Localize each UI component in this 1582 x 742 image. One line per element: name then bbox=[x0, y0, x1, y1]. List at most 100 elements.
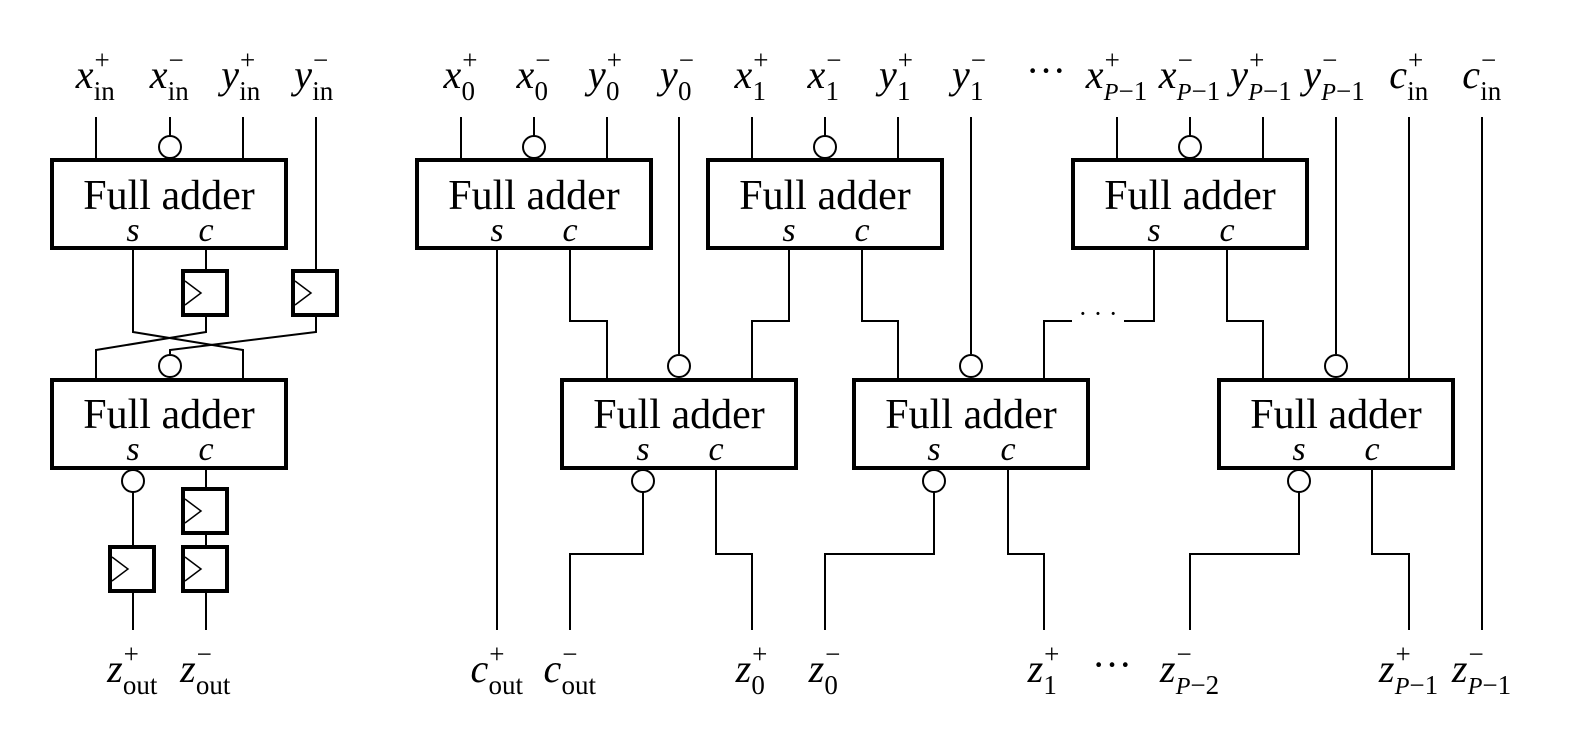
inverter-bubble bbox=[1324, 354, 1348, 378]
full-adder-box: Full adder s c bbox=[852, 378, 1090, 470]
register-flipflop bbox=[181, 487, 229, 535]
label-x0-minus: x−0 bbox=[516, 45, 551, 106]
wire bbox=[1189, 492, 1300, 630]
bottom-ellipsis: ··· bbox=[1092, 642, 1132, 687]
wire bbox=[1043, 320, 1072, 380]
register-flipflop bbox=[181, 545, 229, 593]
label-x-in-minus: x−in bbox=[149, 45, 190, 106]
wire bbox=[1226, 248, 1264, 380]
wire bbox=[751, 248, 790, 380]
sum-port-label: s bbox=[782, 212, 795, 249]
carry-port-label: c bbox=[1219, 212, 1234, 249]
label-x1-plus: x+1 bbox=[734, 45, 769, 106]
adder-title: Full adder bbox=[83, 173, 254, 219]
inverter-bubble bbox=[631, 469, 655, 493]
carry-port-label: c bbox=[562, 212, 577, 249]
label-yP-minus: y−P−1 bbox=[1299, 45, 1364, 106]
label-zP2-minus: z−P−2 bbox=[1159, 639, 1219, 700]
label-c-out-minus: c−out bbox=[544, 639, 597, 700]
inverter-bubble bbox=[959, 354, 983, 378]
carry-port-label: c bbox=[1000, 431, 1015, 468]
full-adder-box: Full adder s c bbox=[50, 378, 288, 470]
adder-title: Full adder bbox=[885, 392, 1056, 438]
sum-port-label: s bbox=[927, 431, 940, 468]
carry-port-label: c bbox=[854, 212, 869, 249]
adder-title: Full adder bbox=[1104, 173, 1275, 219]
label-y0-minus: y−0 bbox=[656, 45, 694, 106]
label-x0-plus: x+0 bbox=[443, 45, 478, 106]
left-circuit: Full adder s c Full adder s c bbox=[50, 117, 339, 630]
label-c-in-plus: c+in bbox=[1389, 45, 1429, 106]
label-xP-minus: x−P−1 bbox=[1158, 45, 1220, 106]
adder-title: Full adder bbox=[448, 173, 619, 219]
register-flipflop bbox=[291, 269, 339, 317]
top-labels: x+in x−in y+in y−in x+0 x−0 y+0 y−0 x+1 … bbox=[75, 45, 1502, 106]
bottom-labels: z+out z−out c+out c−out z+0 z−0 z+1 ··· … bbox=[106, 639, 1511, 700]
full-adder-box: Full adder s c bbox=[50, 158, 288, 250]
label-z0-minus: z−0 bbox=[808, 639, 841, 700]
full-adder-box: Full adder s c bbox=[415, 158, 653, 250]
full-adder-box: Full adder s c bbox=[706, 158, 944, 250]
label-y-in-minus: y−in bbox=[290, 45, 334, 106]
label-x1-minus: x−1 bbox=[807, 45, 842, 106]
sum-port-label: s bbox=[126, 212, 139, 249]
sum-port-label: s bbox=[490, 212, 503, 249]
label-z1-plus: z+1 bbox=[1027, 639, 1060, 700]
label-z0-plus: z+0 bbox=[735, 639, 768, 700]
inverter-bubble bbox=[922, 469, 946, 493]
full-adder-box: Full adder s c bbox=[1217, 378, 1455, 470]
full-adder-box: Full adder s c bbox=[1071, 158, 1309, 250]
carry-port-label: c bbox=[198, 212, 213, 249]
adder-title: Full adder bbox=[739, 173, 910, 219]
label-c-out-plus: c+out bbox=[471, 639, 524, 700]
wire bbox=[169, 315, 317, 354]
adder-title: Full adder bbox=[83, 392, 254, 438]
carry-port-label: c bbox=[1364, 431, 1379, 468]
inverter-bubble bbox=[667, 354, 691, 378]
inverter-bubble bbox=[158, 354, 182, 378]
wire bbox=[569, 248, 608, 380]
wire bbox=[132, 248, 244, 380]
full-adder-box: Full adder s c bbox=[560, 378, 798, 470]
label-y1-plus: y+1 bbox=[875, 45, 913, 106]
sum-port-label: s bbox=[636, 431, 649, 468]
label-x-in-plus: x+in bbox=[75, 45, 116, 106]
label-y1-minus: y−1 bbox=[948, 45, 986, 106]
label-zP1-minus: z−P−1 bbox=[1451, 639, 1511, 700]
adder-title: Full adder bbox=[1250, 392, 1421, 438]
inverter-bubble bbox=[1287, 469, 1311, 493]
right-circuit: Full adder s c Full adder s c Full adder… bbox=[415, 117, 1483, 630]
inverter-bubble bbox=[1178, 135, 1202, 159]
label-z-out-minus: z−out bbox=[179, 639, 231, 700]
adder-title: Full adder bbox=[593, 392, 764, 438]
inverter-bubble bbox=[813, 135, 837, 159]
inverter-bubble bbox=[121, 469, 145, 493]
wire bbox=[715, 468, 753, 630]
wire bbox=[1007, 468, 1045, 630]
wire bbox=[1371, 468, 1410, 630]
label-yP-plus: y+P−1 bbox=[1226, 45, 1291, 106]
wire bbox=[95, 315, 207, 380]
inverter-bubble bbox=[158, 135, 182, 159]
label-zP1-plus: z+P−1 bbox=[1378, 639, 1438, 700]
label-z-out-plus: z+out bbox=[106, 639, 158, 700]
sum-port-label: s bbox=[126, 431, 139, 468]
wire bbox=[1124, 248, 1155, 322]
label-y-in-plus: y+in bbox=[217, 45, 261, 106]
sum-port-label: s bbox=[1292, 431, 1305, 468]
label-y0-plus: y+0 bbox=[584, 45, 622, 106]
wire bbox=[861, 248, 899, 380]
wire bbox=[824, 492, 935, 630]
label-xP-plus: x+P−1 bbox=[1085, 45, 1147, 106]
register-flipflop bbox=[108, 545, 156, 593]
middle-ellipsis: · · · bbox=[1079, 299, 1118, 328]
label-c-in-minus: c−in bbox=[1462, 45, 1502, 106]
inverter-bubble bbox=[522, 135, 546, 159]
carry-port-label: c bbox=[708, 431, 723, 468]
register-flipflop bbox=[181, 269, 229, 317]
sum-port-label: s bbox=[1147, 212, 1160, 249]
top-ellipsis: ··· bbox=[1026, 48, 1066, 93]
wire bbox=[569, 492, 644, 630]
carry-port-label: c bbox=[198, 431, 213, 468]
